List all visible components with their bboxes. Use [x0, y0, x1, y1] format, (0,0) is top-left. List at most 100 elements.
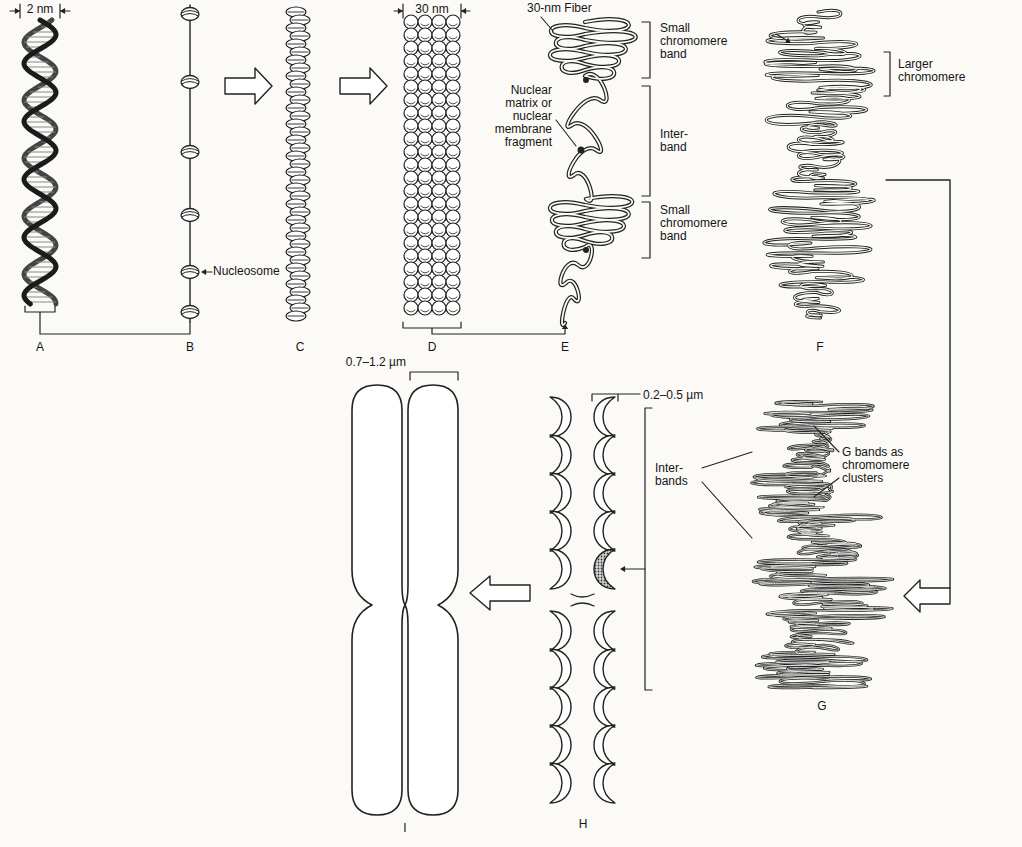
- nucleosome-wrap: [292, 52, 308, 53]
- nucleosome-circle: [446, 210, 460, 224]
- nucleosome-circle: [446, 275, 460, 289]
- nucleosome-circle: [418, 275, 432, 289]
- nucleosome-circle: [446, 54, 460, 68]
- nucleosome-circle: [432, 93, 446, 107]
- nucleosome-shade: [407, 50, 415, 52]
- chromatid-coil: [550, 687, 571, 727]
- nucleosome-wrap: [292, 36, 308, 37]
- nucleosome-circle: [446, 41, 460, 55]
- nucleosome-circle: [404, 275, 418, 289]
- nucleosome-shade: [421, 284, 429, 286]
- nucleosome-shade: [435, 310, 443, 312]
- nucleosome-shade: [421, 310, 429, 312]
- nucleosome-circle: [446, 262, 460, 276]
- base-pair: [31, 207, 55, 208]
- nucleosome-circle: [404, 145, 418, 159]
- nucleosome-shade: [407, 24, 415, 26]
- base-pair: [24, 62, 48, 63]
- nucleosome-circle: [446, 132, 460, 146]
- nucleosome-circle: [418, 249, 432, 263]
- nucleosome-shade: [421, 141, 429, 143]
- chromatin-cluster: [751, 401, 893, 688]
- nucleosome-shade: [435, 50, 443, 52]
- nucleosome-shade: [407, 63, 415, 65]
- nucleosome-wrap: [288, 156, 304, 157]
- nucleosome-wrap: [182, 149, 199, 155]
- dimension-line: [410, 372, 458, 380]
- nucleosome-wrap: [288, 252, 304, 253]
- nucleosome-shade: [421, 219, 429, 221]
- leader-line: [776, 34, 788, 41]
- chromatid-coil: [550, 397, 571, 437]
- nucleosome-wrap: [292, 212, 308, 213]
- nucleosome-wrap: [182, 212, 199, 218]
- nucleosome-circle: [418, 132, 432, 146]
- nucleosome-circle: [446, 145, 460, 159]
- nucleosome-circle: [446, 158, 460, 172]
- nucleosome-shade: [435, 167, 443, 169]
- nucleosome-circle: [446, 15, 460, 29]
- leader-line: [702, 452, 752, 538]
- nucleosome-shade: [407, 245, 415, 247]
- dimension-label: 0.7–1.2 µm: [330, 356, 406, 369]
- matrix-attachment: [578, 147, 585, 154]
- nucleosome-shade: [435, 206, 443, 208]
- looped-fiber: [550, 19, 636, 325]
- nucleosome-circle: [404, 132, 418, 146]
- band-label: Small chromomere band: [660, 204, 740, 243]
- base-pair: [26, 212, 55, 213]
- nucleosome-circle: [418, 184, 432, 198]
- nucleosome-shade: [407, 284, 415, 286]
- nucleosome-shade: [421, 180, 429, 182]
- nucleosome-shade: [449, 63, 457, 65]
- nucleosome-circle: [418, 15, 432, 29]
- nucleosome-shade: [449, 193, 457, 195]
- nucleosome-circle: [404, 184, 418, 198]
- base-pair: [24, 237, 50, 238]
- nucleosome-circle: [404, 41, 418, 55]
- nucleosome-wrap: [292, 308, 308, 309]
- stage-letter: C: [290, 341, 310, 354]
- nucleosome-shade: [407, 219, 415, 221]
- nucleosome-wrap: [292, 244, 308, 245]
- nucleosome-circle: [404, 262, 418, 276]
- nucleosome-circle: [432, 262, 446, 276]
- nucleosome-shade: [421, 271, 429, 273]
- matrix-attachment: [583, 247, 589, 253]
- nucleosome-wrap: [288, 300, 304, 301]
- nucleosome-wrap: [292, 100, 308, 101]
- band-label: Small chromomere band: [660, 22, 740, 61]
- stage-letter: H: [573, 818, 593, 831]
- dimension-label: 0.2–0.5 µm: [643, 389, 723, 402]
- nucleosome-shade: [407, 128, 415, 130]
- nucleosome-shade: [449, 284, 457, 286]
- nucleosome-wrap: [288, 172, 304, 173]
- nucleosome-shade: [435, 193, 443, 195]
- nucleosome-circle: [418, 171, 432, 185]
- nucleosome-circle: [432, 197, 446, 211]
- nucleosome-circle: [432, 223, 446, 237]
- band-bracket: [642, 86, 650, 196]
- nucleosome-wrap: [292, 276, 308, 277]
- nucleosome-shade: [407, 271, 415, 273]
- nucleosome-shade: [407, 297, 415, 299]
- leader-line: [814, 426, 839, 497]
- nucleosome-circle: [432, 145, 446, 159]
- base-pair: [25, 97, 54, 98]
- nucleosome-shade: [421, 245, 429, 247]
- leader-line: [556, 120, 576, 146]
- nucleosome-shade: [435, 180, 443, 182]
- nucleosome-circle: [432, 301, 446, 315]
- nucleosome-bead: [181, 209, 199, 222]
- nucleosome-shade: [449, 219, 457, 221]
- stage-letter: I: [395, 822, 415, 835]
- nucleosome-shade: [435, 115, 443, 117]
- nucleosome-wrap: [292, 148, 308, 149]
- nucleosome-circle: [418, 210, 432, 224]
- nucleosome-circle: [404, 106, 418, 120]
- hollow-arrow: [904, 580, 950, 612]
- nucleosome-circle: [404, 210, 418, 224]
- nucleosome-circle: [446, 119, 460, 133]
- nucleosome-wrap: [288, 140, 304, 141]
- nucleosome-bead: [181, 76, 199, 89]
